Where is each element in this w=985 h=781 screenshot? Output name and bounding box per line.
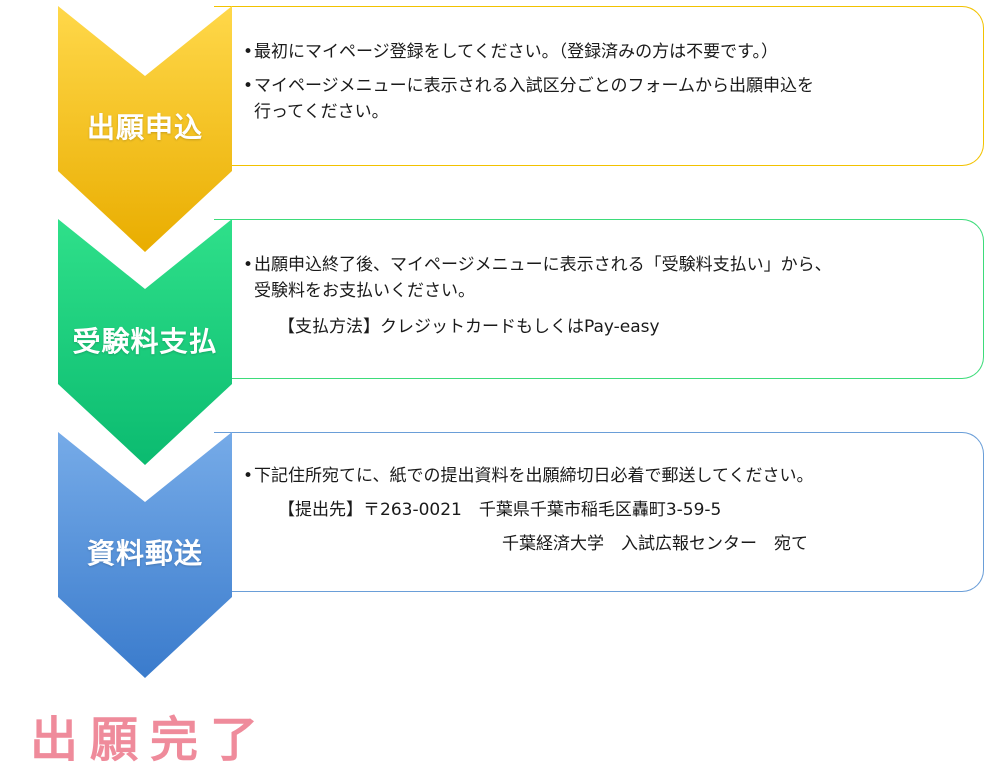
step-1-arrow-shape	[58, 6, 232, 252]
step-1-line-3: 行ってください。	[254, 102, 389, 122]
step-3-line-2: 【提出先】〒263-0021 千葉県千葉市稲毛区轟町3-59-5	[278, 500, 722, 520]
step-2-line-1: 出願申込終了後、マイページメニューに表示される「受験料支払い」から、	[243, 252, 963, 278]
step-2-line-2: 受験料をお支払いください。	[254, 281, 475, 301]
step-3-panel: 下記住所宛てに、紙での提出資料を出願締切日必着で郵送してください。 【提出先】〒…	[214, 432, 984, 592]
step-1-text: 最初にマイページ登録をしてください。（登録済みの方は不要です。） マイページメニ…	[243, 39, 963, 125]
step-3-text: 下記住所宛てに、紙での提出資料を出願締切日必着で郵送してください。 【提出先】〒…	[243, 463, 963, 557]
step-1-chevron: 出願申込	[58, 6, 232, 252]
step-2-line-3: 【支払方法】クレジットカードもしくはPay-easy	[278, 317, 660, 337]
step-2-text: 出願申込終了後、マイページメニューに表示される「受験料支払い」から、 受験料をお…	[243, 252, 963, 340]
step-2-label: 受験料支払	[72, 325, 218, 358]
step-3-chevron: 資料郵送	[58, 432, 232, 678]
step-3-line-3: 千葉経済大学 入試広報センター 宛て	[502, 534, 808, 554]
step-3-arrow-shape	[58, 432, 232, 678]
step-1-line-2: マイページメニューに表示される入試区分ごとのフォームから出願申込を	[243, 73, 963, 99]
step-1-label: 出願申込	[86, 111, 203, 144]
step-2-arrow-shape	[58, 219, 232, 465]
completion-label: 出願完了	[30, 712, 271, 768]
step-2-panel: 出願申込終了後、マイページメニューに表示される「受験料支払い」から、 受験料をお…	[214, 219, 984, 379]
step-1-panel: 最初にマイページ登録をしてください。（登録済みの方は不要です。） マイページメニ…	[214, 6, 984, 166]
step-3-line-1: 下記住所宛てに、紙での提出資料を出願締切日必着で郵送してください。	[243, 463, 963, 489]
step-3-label: 資料郵送	[86, 537, 203, 570]
step-1-line-1: 最初にマイページ登録をしてください。（登録済みの方は不要です。）	[243, 39, 963, 65]
step-2-chevron: 受験料支払	[58, 219, 232, 465]
